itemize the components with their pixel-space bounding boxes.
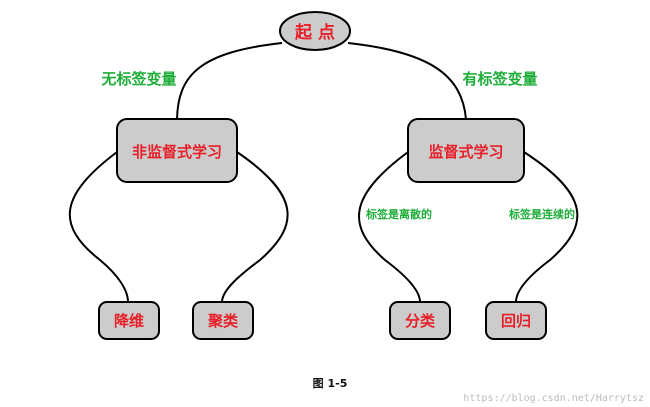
unsupervised-label: 非监督式学习 <box>132 143 222 161</box>
supervised-label: 监督式学习 <box>428 143 503 161</box>
branch-label-unlabeled: 无标签变量 <box>100 70 176 88</box>
edge-root-to-supervised <box>347 42 467 120</box>
edge-unsupervised-to-dimreduction <box>68 151 129 303</box>
unsupervised-node: 非监督式学习 <box>116 118 238 183</box>
dim-reduction-label: 降维 <box>114 312 144 330</box>
watermark: https://blog.csdn.net/Harrytsz <box>463 393 644 404</box>
edge-supervised-to-regression <box>515 151 579 303</box>
edge-label-discrete: 标签是离散的 <box>365 207 432 221</box>
classification-label: 分类 <box>405 312 436 330</box>
branch-label-labeled: 有标签变量 <box>462 70 537 88</box>
regression-label: 回归 <box>501 312 531 330</box>
edge-root-to-unsupervised <box>176 42 283 120</box>
supervised-node: 监督式学习 <box>407 118 525 183</box>
connectors <box>68 42 579 303</box>
figure-caption: 图 1-5 <box>313 377 348 390</box>
edge-unsupervised-to-clustering <box>221 151 289 303</box>
edge-supervised-to-classification <box>358 151 421 303</box>
root-label: 起 点 <box>294 22 335 43</box>
edge-label-continuous: 标签是连续的 <box>508 207 575 221</box>
clustering-label: 聚类 <box>207 312 239 330</box>
dim-reduction-node: 降维 <box>98 301 160 340</box>
classification-node: 分类 <box>389 301 451 340</box>
regression-node: 回归 <box>485 301 547 340</box>
root-node: 起 点 <box>279 11 351 51</box>
clustering-node: 聚类 <box>192 301 254 340</box>
